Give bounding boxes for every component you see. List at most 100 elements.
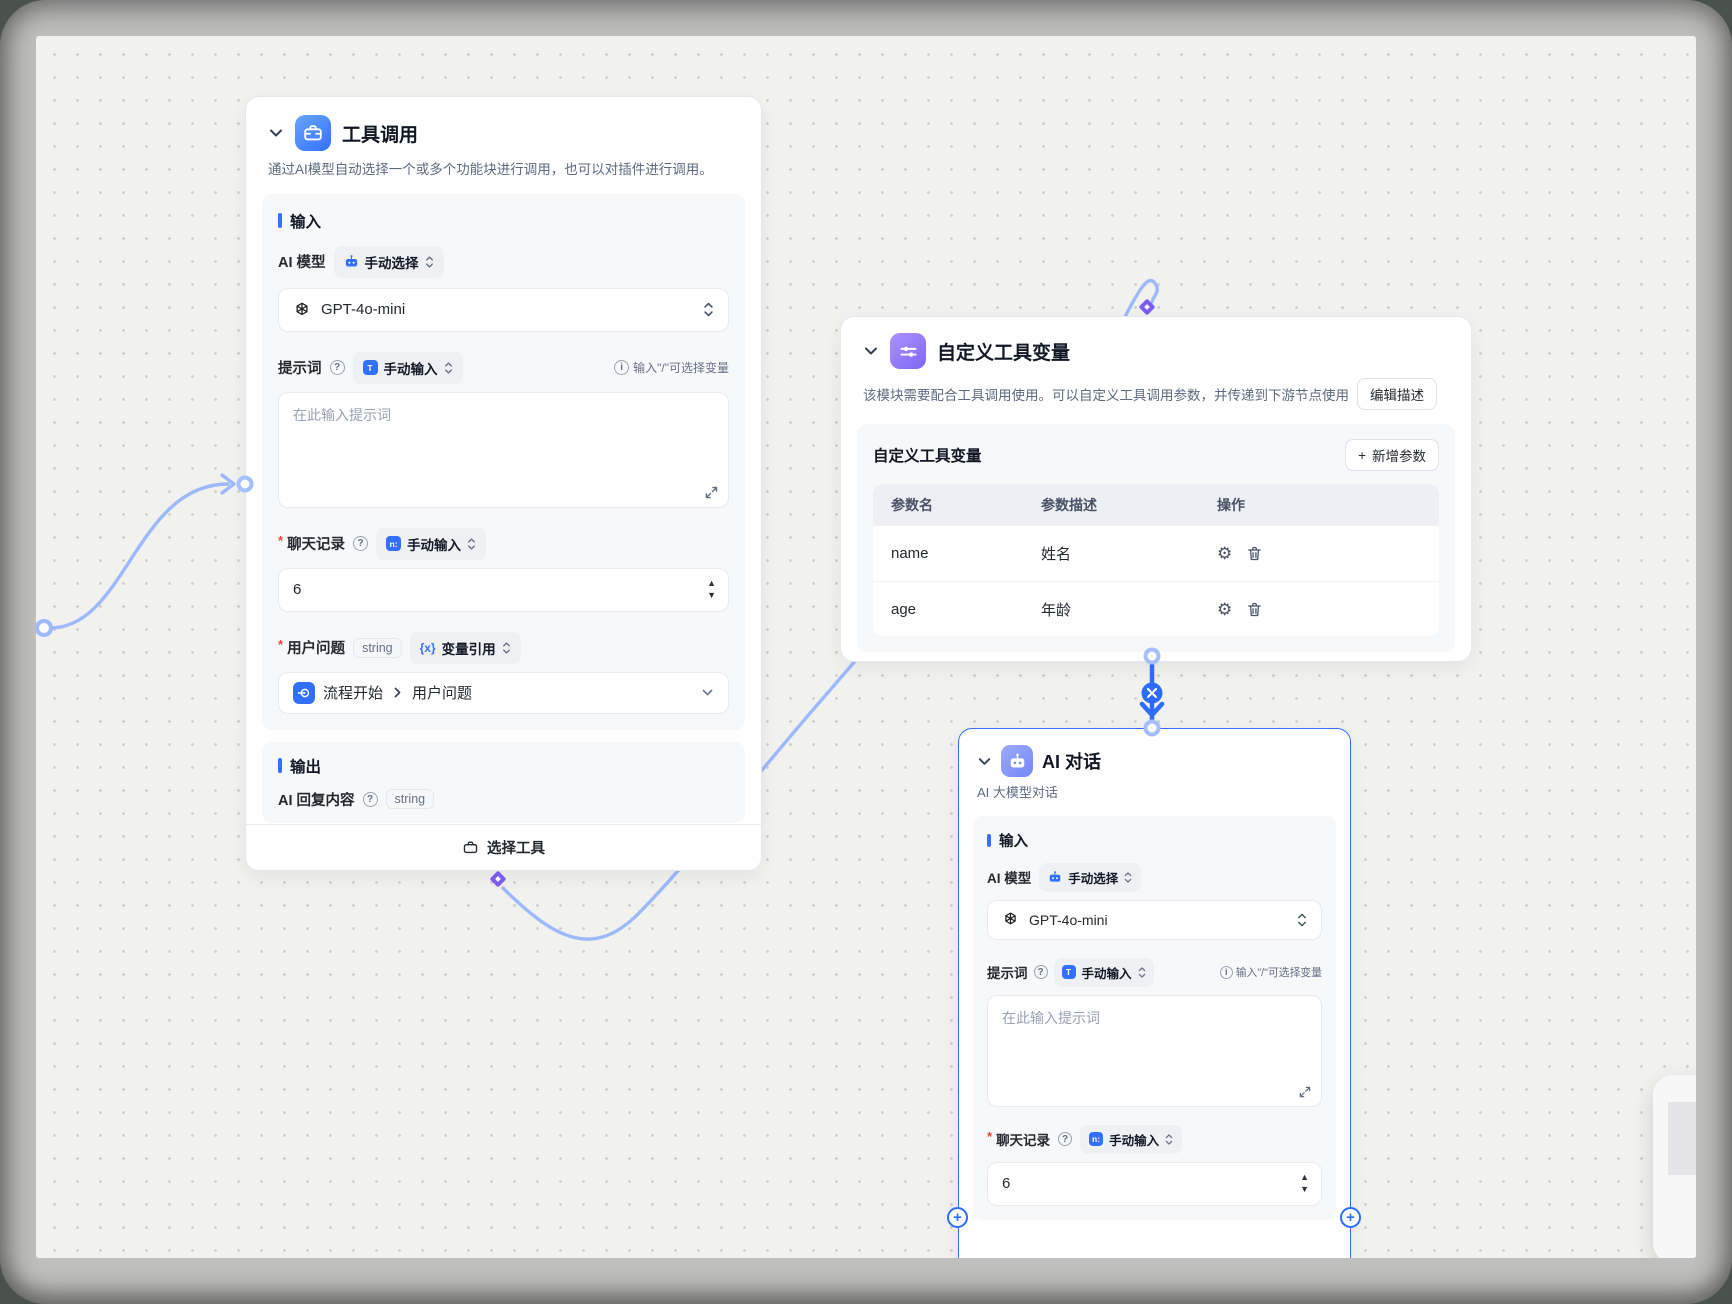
- ref-node-name: 流程开始: [323, 685, 384, 703]
- help-icon[interactable]: ?: [1033, 965, 1048, 980]
- robot-icon: [345, 255, 357, 267]
- node-tool-call[interactable]: 工具调用 通过AI模型自动选择一个或多个功能块进行调用，也可以对插件进行调用。 …: [245, 96, 762, 871]
- model-select[interactable]: GPT-4o-mini: [278, 287, 729, 332]
- vars-connection-handle[interactable]: [1138, 298, 1156, 316]
- history-label: 聊天记录: [996, 1133, 1051, 1149]
- model-mode-select[interactable]: 手动选择: [1039, 862, 1142, 892]
- add-connection-right-port[interactable]: +: [1340, 1207, 1361, 1228]
- history-number-wrap: ▲ ▼: [987, 1161, 1322, 1206]
- question-mode-select[interactable]: {x} 变量引用: [409, 631, 521, 664]
- select-tool-button[interactable]: 选择工具: [246, 824, 761, 870]
- ai-model-row: AI 模型 手动选择: [278, 245, 729, 278]
- chevron-updown-icon: [1298, 913, 1306, 927]
- edit-description-button[interactable]: 编辑描述: [1357, 378, 1437, 410]
- output-section-title: 输出: [290, 758, 322, 776]
- node-custom-variables[interactable]: 自定义工具变量 该模块需要配合工具调用使用。可以自定义工具调用参数，并传递到下游…: [840, 316, 1472, 662]
- number-stepper[interactable]: ▲ ▼: [707, 579, 716, 600]
- prompt-label: 提示词: [278, 361, 322, 378]
- type-badge: string: [353, 637, 402, 658]
- output-name: AI 回复内容: [278, 792, 355, 809]
- param-name: age: [891, 600, 917, 618]
- text-input-icon: T: [362, 360, 378, 376]
- tool-input-panel: 输入 AI 模型 手动选择 GPT-4o-mini 提示词 ? T: [262, 193, 745, 730]
- input-section-title: 输入: [999, 833, 1028, 850]
- ref-field-name: 用户问题: [412, 685, 473, 703]
- chevron-down-icon: [702, 689, 713, 696]
- prompt-row: 提示词 ? T 手动输入 i 输入"/"可选择变量: [987, 957, 1322, 987]
- col-header-name: 参数名: [891, 497, 933, 513]
- trash-icon[interactable]: [1246, 545, 1263, 562]
- node-ai-chat[interactable]: AI 对话 AI 大模型对话 输入 AI 模型 手动选择 GPT-4o-mini: [958, 728, 1351, 1258]
- model-select[interactable]: GPT-4o-mini: [987, 899, 1322, 940]
- param-name: name: [891, 545, 929, 562]
- node-title: AI 对话: [1042, 752, 1102, 772]
- history-number-input[interactable]: [1002, 1175, 1301, 1193]
- info-icon: i: [614, 360, 630, 376]
- help-icon[interactable]: ?: [329, 360, 345, 376]
- table-header-row: 参数名 参数描述 操作: [873, 484, 1439, 526]
- prompt-textarea[interactable]: [279, 392, 728, 507]
- chevron-updown-icon: [1138, 967, 1145, 978]
- chevron-updown-icon: [1165, 1134, 1173, 1145]
- chevron-updown-icon: [425, 255, 433, 268]
- workflow-canvas[interactable]: 工具调用 通过AI模型自动选择一个或多个功能块进行调用，也可以对插件进行调用。 …: [36, 36, 1696, 1258]
- variable-hint-text: 输入"/"可选择变量: [1235, 967, 1322, 980]
- variable-hint-text: 输入"/"可选择变量: [633, 361, 729, 376]
- close-icon: [1146, 687, 1158, 699]
- openai-logo-icon: [296, 302, 308, 315]
- number-stepper[interactable]: ▲ ▼: [1300, 1173, 1309, 1194]
- node-title: 自定义工具变量: [937, 342, 1071, 364]
- text-input-icon: T: [1061, 965, 1076, 980]
- edge-delete-button[interactable]: [1141, 682, 1163, 704]
- output-section-header: 输出: [278, 755, 729, 777]
- chevron-down-icon[interactable]: [863, 343, 879, 359]
- chevron-down-icon[interactable]: [268, 125, 284, 141]
- trash-icon[interactable]: [1246, 601, 1263, 618]
- tool-output-panel: 输出 AI 回复内容 ? string: [262, 741, 745, 823]
- step-down-icon[interactable]: ▼: [1300, 1184, 1309, 1195]
- edge-arrow-down-icon: [1139, 701, 1165, 718]
- gear-icon[interactable]: ⚙: [1217, 599, 1233, 619]
- help-icon[interactable]: ?: [362, 791, 378, 807]
- gear-icon[interactable]: ⚙: [1217, 544, 1233, 563]
- expand-icon[interactable]: [1299, 1086, 1311, 1098]
- step-up-icon[interactable]: ▲: [1300, 1172, 1309, 1183]
- prompt-mode-select[interactable]: T 手动输入: [352, 351, 463, 384]
- chevron-updown-icon: [704, 302, 713, 317]
- node-subtitle: AI 大模型对话: [977, 785, 1058, 800]
- question-mode-value: 变量引用: [441, 641, 496, 657]
- help-icon[interactable]: ?: [1058, 1132, 1073, 1147]
- edge-into-tool-node: [48, 482, 230, 630]
- openai-logo-icon: [1005, 912, 1016, 925]
- history-mode-select[interactable]: n: 手动输入: [1080, 1124, 1183, 1154]
- tool-node-header: 工具调用: [246, 97, 761, 151]
- source-port[interactable]: [36, 619, 53, 637]
- col-header-actions: 操作: [1217, 497, 1245, 513]
- prompt-mode-value: 手动输入: [1081, 966, 1132, 981]
- prompt-mode-select[interactable]: T 手动输入: [1053, 957, 1154, 987]
- history-number-wrap: ▲ ▼: [278, 567, 729, 612]
- chat-node-header: AI 对话: [959, 729, 1350, 777]
- step-down-icon[interactable]: ▼: [707, 590, 716, 601]
- minimized-panel[interactable]: [1653, 1075, 1696, 1258]
- variable-reference-select[interactable]: 流程开始 用户问题: [278, 671, 729, 714]
- history-label: 聊天记录: [287, 537, 346, 554]
- add-connection-left-port[interactable]: +: [947, 1207, 968, 1228]
- tool-connection-handle[interactable]: [489, 870, 507, 888]
- ai-model-label: AI 模型: [278, 255, 326, 272]
- add-parameter-button[interactable]: + 新增参数: [1345, 439, 1439, 471]
- prompt-row: 提示词 ? T 手动输入 i 输入"/"可选择变量: [278, 351, 729, 384]
- help-icon[interactable]: ?: [353, 536, 369, 552]
- expand-icon[interactable]: [705, 486, 718, 499]
- history-row: * 聊天记录 ? n: 手动输入: [278, 527, 729, 560]
- param-desc: 年龄: [1041, 601, 1072, 619]
- model-mode-select[interactable]: 手动选择: [333, 245, 444, 278]
- history-number-input[interactable]: [293, 581, 708, 599]
- chevron-updown-icon: [444, 361, 452, 374]
- question-row: * 用户问题 string {x} 变量引用: [278, 631, 729, 664]
- chevron-down-icon[interactable]: [977, 754, 992, 769]
- history-mode-select[interactable]: n: 手动输入: [376, 527, 487, 560]
- prompt-textarea[interactable]: [988, 995, 1321, 1106]
- step-up-icon[interactable]: ▲: [707, 578, 716, 589]
- param-desc: 姓名: [1041, 546, 1072, 563]
